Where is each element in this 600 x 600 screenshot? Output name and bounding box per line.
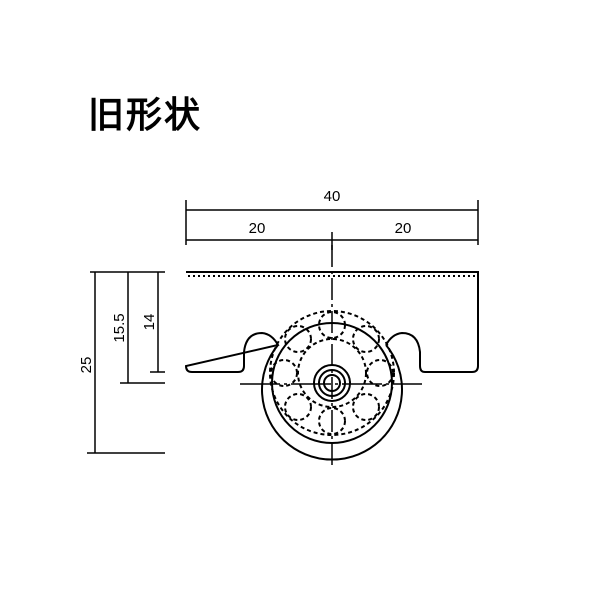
dim-20-left: 20 — [249, 220, 266, 237]
wheel — [261, 310, 403, 461]
dim-40: 40 — [324, 188, 341, 205]
dim-15-5: 15.5 — [111, 313, 128, 342]
width-dimensions — [185, 200, 479, 250]
center-lines — [240, 245, 422, 465]
dim-14: 14 — [141, 314, 158, 331]
dim-25: 25 — [78, 357, 95, 374]
drawing-title: 旧形状 — [88, 95, 203, 136]
dim-20-right: 20 — [395, 220, 412, 237]
roller-body — [184, 271, 479, 373]
height-dimensions — [87, 271, 165, 454]
